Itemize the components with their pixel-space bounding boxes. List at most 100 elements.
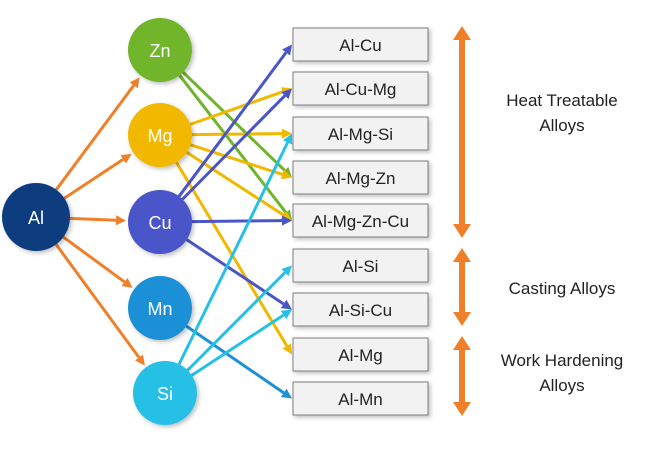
node-cu-circle — [128, 190, 192, 254]
alloy-box-al-mg-si: Al-Mg-Si — [292, 116, 429, 151]
arrow-si-to-al-si-cu-head — [280, 309, 292, 320]
node-al-circle — [2, 183, 70, 251]
group-work-hardening-line2: Alloys — [539, 376, 584, 395]
arrow-mg-to-al-cu-mg-line — [189, 90, 284, 126]
group-labels: Heat Treatable Alloys Casting Alloys Wor… — [501, 91, 624, 395]
arrow-zn-to-al-mg-zn-cu-line — [178, 74, 288, 214]
alloy-label-al-cu: Al-Cu — [339, 36, 382, 55]
arrow-mg-to-al-mg-zn — [190, 143, 292, 180]
alloy-box-al-mn-rect — [292, 381, 429, 416]
element-nodes: Al Zn Mg Cu Mn Si — [2, 18, 197, 425]
node-mn-label: Mn — [147, 299, 172, 319]
arrow-cu-to-al-cu-mg-line — [181, 94, 287, 201]
arrow-cu-to-al-cu-mg-head — [281, 88, 292, 100]
bracket-casting-top-head — [453, 248, 471, 262]
node-cu-label: Cu — [148, 213, 171, 233]
node-zn: Zn — [128, 18, 192, 82]
node-zn-label: Zn — [149, 41, 170, 61]
group-heat-treatable-line1: Heat Treatable — [506, 91, 618, 110]
arrow-cu-to-al-cu-line — [177, 51, 288, 198]
arrow-si-to-al-si-line — [186, 271, 287, 372]
arrow-al-to-mn-line — [62, 235, 126, 284]
arrow-cu-to-al-mg-zn-cu-head — [281, 215, 292, 226]
alloy-label-al-mg-zn-cu: Al-Mg-Zn-Cu — [312, 212, 409, 231]
alloy-box-al-mg-si-rect — [292, 116, 429, 151]
arrow-al-to-zn-head — [129, 77, 140, 89]
alloy-box-al-si-rect — [292, 248, 429, 283]
bracket-heat-treatable-top-head — [453, 26, 471, 40]
bracket-heat-treatable — [453, 26, 471, 238]
arrow-si-to-al-si-head — [281, 265, 292, 277]
arrow-al-to-mn — [62, 235, 133, 288]
node-zn-circle — [128, 18, 192, 82]
group-heat-treatable-line2: Alloys — [539, 116, 584, 135]
alloy-box-al-mg-zn: Al-Mg-Zn — [292, 160, 429, 195]
arrow-si-to-al-mg-si-head — [283, 133, 293, 145]
arrow-cu-to-al-si-cu-line — [185, 238, 285, 306]
bracket-casting-bottom-head — [453, 312, 471, 326]
arrow-mn-to-al-mn-head — [280, 388, 292, 399]
arrow-mn-to-al-mn — [185, 324, 292, 399]
group-work-hardening-line1: Work Hardening — [501, 351, 624, 370]
alloy-box-al-cu-mg-rect — [292, 71, 429, 106]
arrow-cu-to-al-cu — [177, 44, 292, 198]
arrow-cu-to-al-cu-head — [282, 44, 292, 56]
arrow-al-to-mg-line — [63, 158, 125, 200]
alloy-label-al-mn: Al-Mn — [338, 390, 382, 409]
arrow-mg-to-al-mg-si — [191, 128, 292, 139]
alloy-box-al-mg-zn-rect — [292, 160, 429, 195]
arrow-cu-to-al-mg-zn-cu — [191, 215, 292, 226]
group-casting-line1: Casting Alloys — [509, 279, 616, 298]
alloy-box-al-mg-zn-cu-rect — [292, 203, 429, 238]
bracket-work-hardening-top-head — [453, 336, 471, 350]
arrow-cu-to-al-si-cu — [185, 238, 292, 310]
alloy-label-al-mg-zn: Al-Mg-Zn — [326, 169, 396, 188]
arrow-al-to-mg — [63, 153, 132, 200]
alloy-box-al-mg: Al-Mg — [292, 337, 429, 372]
node-mn-circle — [128, 276, 192, 340]
arrow-al-to-zn-line — [55, 84, 135, 191]
arrow-al-to-si-line — [54, 243, 141, 359]
arrow-al-to-si — [54, 243, 145, 366]
alloy-boxes: Al-Cu Al-Cu-Mg Al-Mg-Si Al-Mg-Zn Al-Mg-Z… — [292, 27, 429, 416]
arrow-si-to-al-mg-si-line — [177, 141, 289, 365]
alloy-box-al-cu-rect — [292, 27, 429, 62]
node-al: Al — [2, 183, 70, 251]
arrow-al-to-si-head — [134, 354, 145, 366]
alloy-label-al-cu-mg: Al-Cu-Mg — [325, 80, 397, 99]
arrow-mg-to-al-mg — [175, 161, 292, 355]
arrow-al-to-zn — [55, 77, 140, 191]
alloy-box-al-si-cu-rect — [292, 292, 429, 327]
node-mg-label: Mg — [147, 126, 172, 146]
bracket-heat-treatable-bottom-head — [453, 224, 471, 238]
alloy-box-al-si: Al-Si — [292, 248, 429, 283]
arrow-al-to-cu — [69, 215, 127, 226]
arrow-cu-to-al-mg-zn-cu-line — [191, 219, 283, 224]
bracket-work-hardening-bottom-head — [453, 402, 471, 416]
node-al-label: Al — [28, 208, 44, 228]
node-si: Si — [133, 361, 197, 425]
arrow-mn-to-al-mn-line — [185, 324, 285, 395]
alloy-label-al-si: Al-Si — [343, 257, 379, 276]
bracket-work-hardening — [453, 336, 471, 416]
arrow-al-to-mn-head — [121, 277, 133, 288]
connection-arrows — [54, 44, 293, 399]
arrow-al-to-cu-head — [115, 215, 127, 226]
node-mg-circle — [128, 103, 192, 167]
arrow-mg-to-al-mg-si-head — [281, 128, 292, 139]
arrow-al-to-mg-head — [120, 153, 132, 164]
alloy-label-al-mg: Al-Mg — [338, 346, 382, 365]
arrow-si-to-al-si-cu-line — [190, 313, 285, 377]
alloy-label-al-mg-si: Al-Mg-Si — [328, 125, 393, 144]
arrow-mg-to-al-mg-zn-line — [190, 143, 283, 176]
node-si-label: Si — [157, 384, 173, 404]
arrow-mg-to-al-mg-zn-head — [280, 169, 292, 180]
bracket-casting — [453, 248, 471, 326]
arrow-cu-to-al-si-cu-head — [280, 299, 292, 310]
arrow-si-to-al-si-cu — [190, 309, 292, 377]
alloy-box-al-mg-rect — [292, 337, 429, 372]
alloy-box-al-si-cu: Al-Si-Cu — [292, 292, 429, 327]
arrow-si-to-al-si — [186, 265, 292, 372]
alloy-label-al-si-cu: Al-Si-Cu — [329, 301, 392, 320]
